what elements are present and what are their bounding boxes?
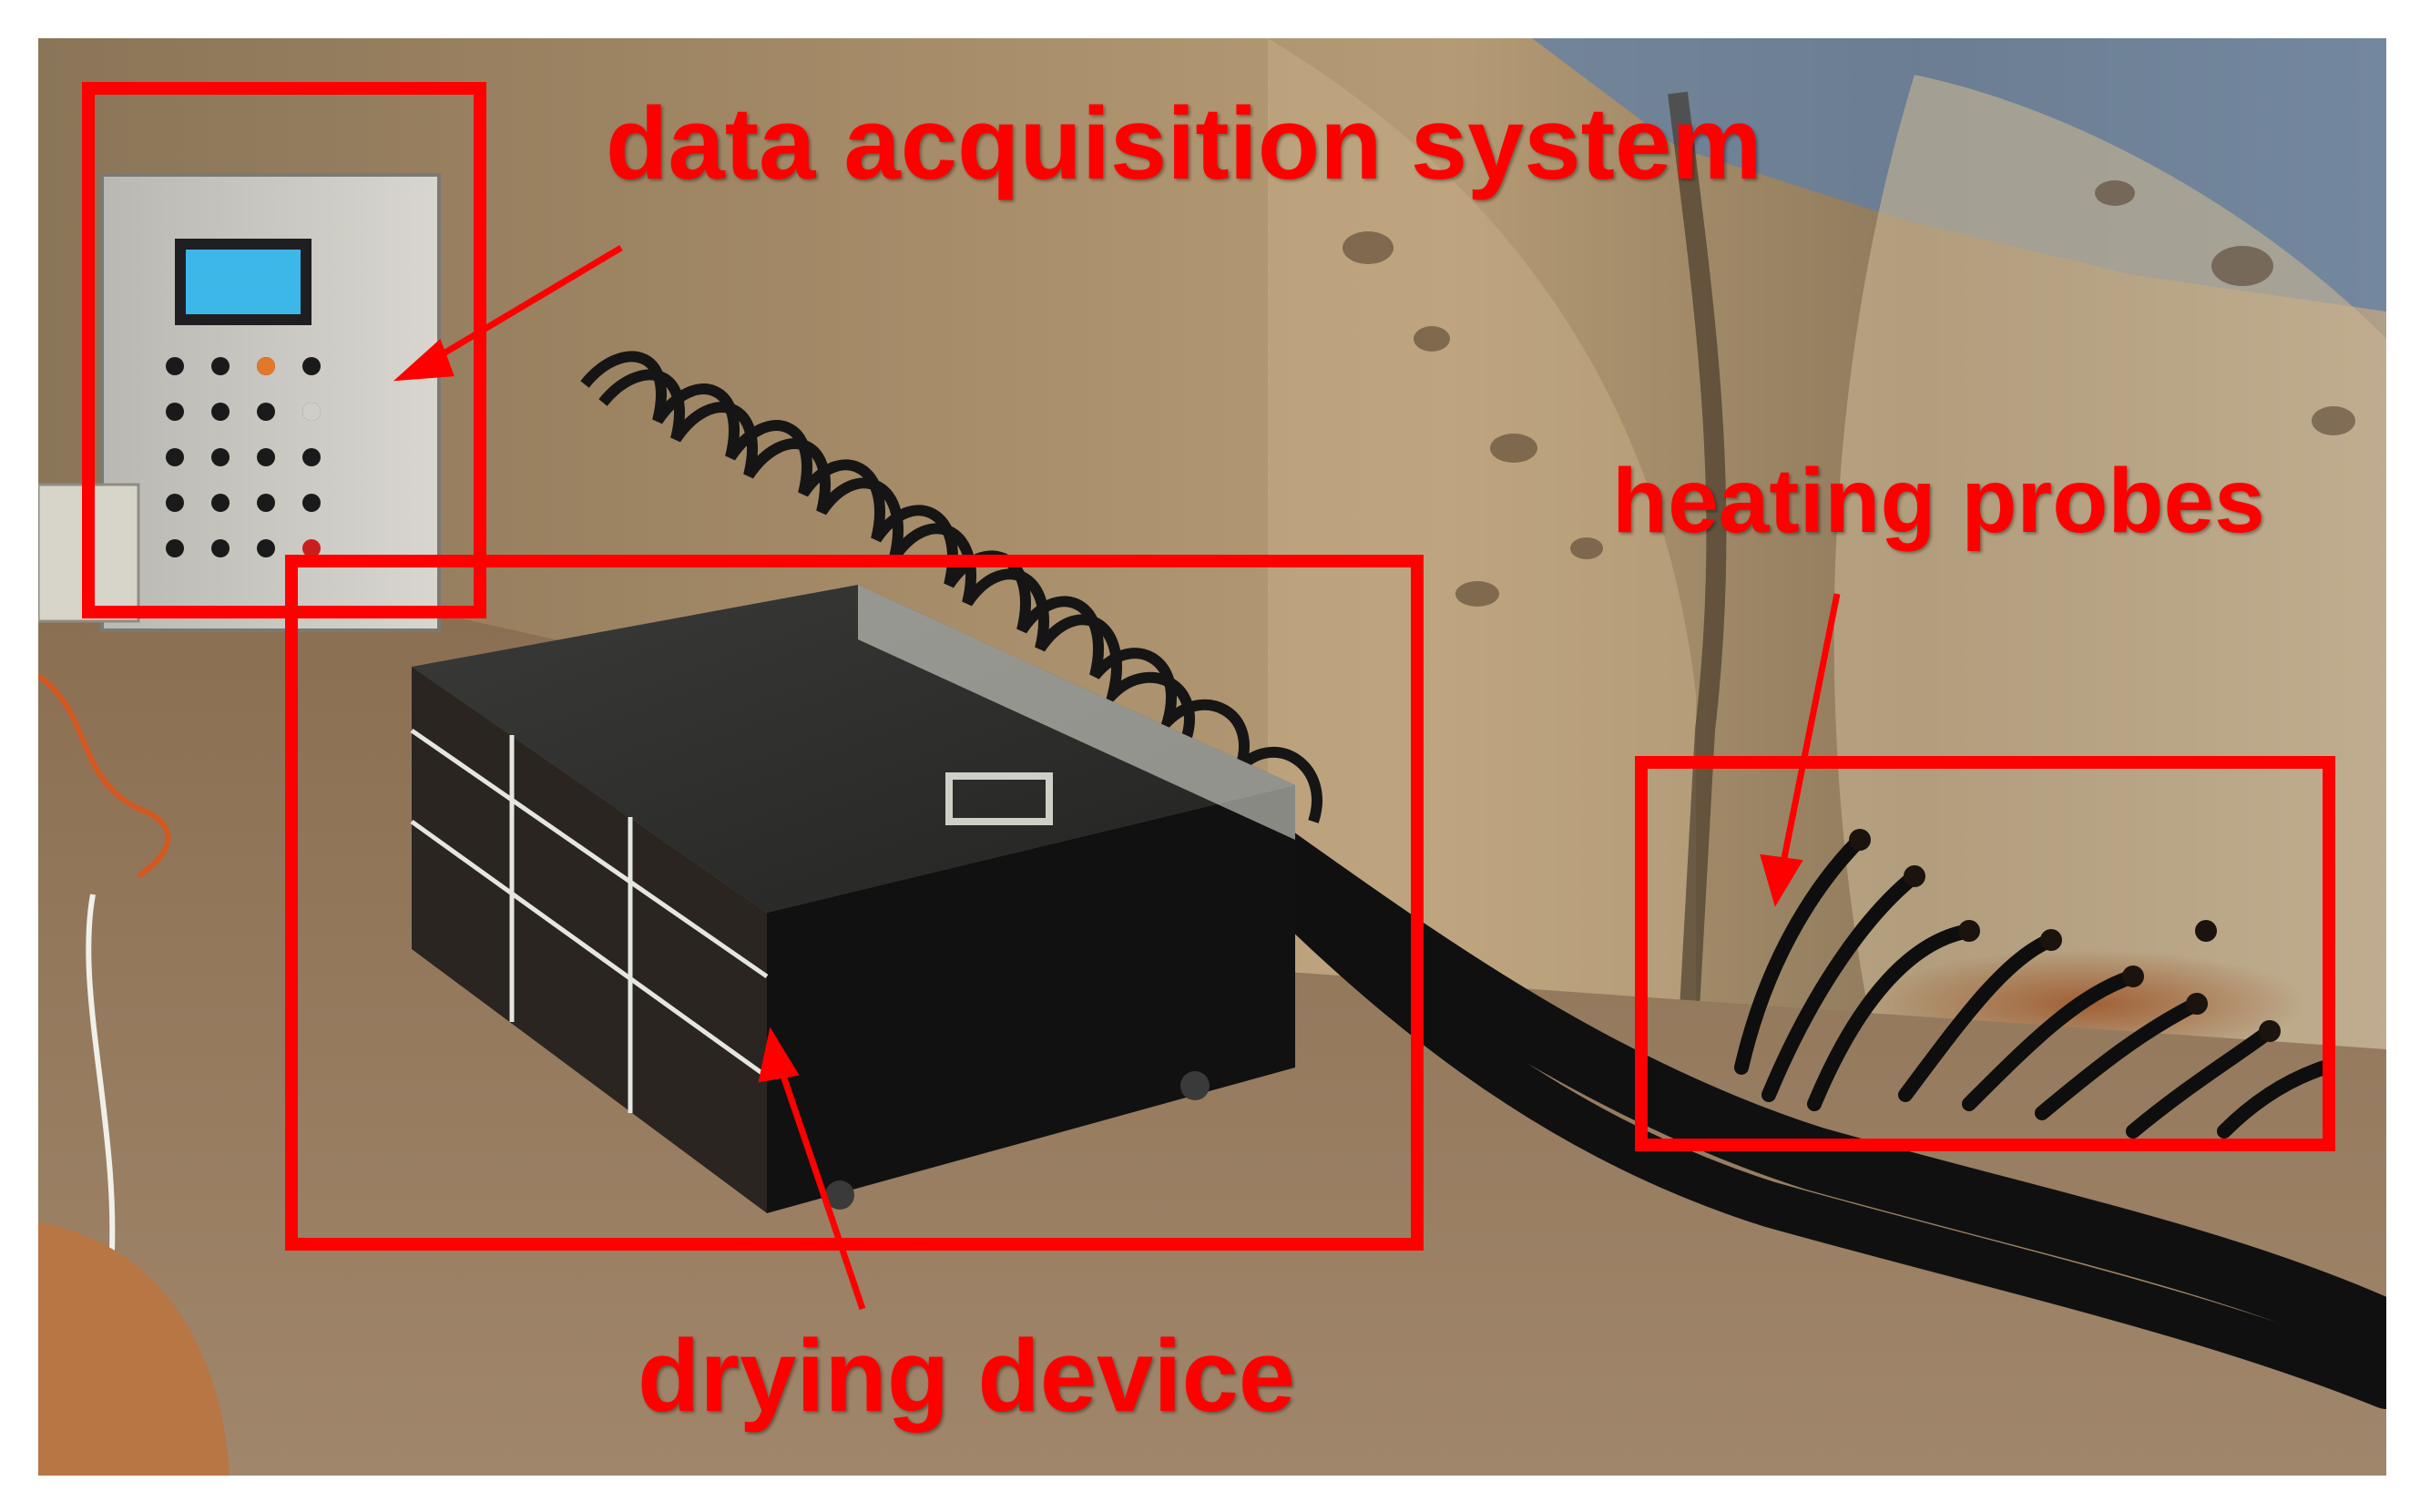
- heating-probe-cables: [1734, 833, 2332, 1139]
- wall-probe-holes: [1849, 829, 2281, 1042]
- photo-scene: [38, 38, 2386, 1476]
- wall-arch-right: [1833, 75, 2386, 1058]
- daq-arrow: [428, 244, 623, 365]
- annotation-arrows: [393, 244, 1841, 1311]
- wall-arch-left: [1268, 38, 1696, 1058]
- cable-bundle: [1218, 808, 2386, 1409]
- drying-device-box: [410, 585, 1295, 1213]
- daq-cabinet: [100, 173, 441, 632]
- white-cable: [86, 894, 116, 1269]
- orange-extension-cable: [38, 673, 171, 879]
- heating-arrow: [1779, 593, 1841, 868]
- heating-probes-highlight-box: [1635, 756, 2335, 1151]
- heating-probes-label: heating probes: [1612, 450, 2265, 552]
- drying-arrow: [777, 1066, 866, 1311]
- drying-device-highlight-box: [285, 555, 1424, 1251]
- wall-texture: [1343, 180, 2355, 607]
- wall-crack: [1668, 91, 1727, 1059]
- annotation-boxes: [82, 82, 2335, 1251]
- daq-highlight-box: [82, 82, 486, 618]
- drying-device-label: drying device: [638, 1319, 1296, 1433]
- drying-device-handle: [945, 772, 1053, 825]
- drying-device-drawers: [410, 728, 769, 1113]
- daq-label: data acquisition system: [606, 87, 1762, 200]
- flexible-duct: [38, 1222, 230, 1476]
